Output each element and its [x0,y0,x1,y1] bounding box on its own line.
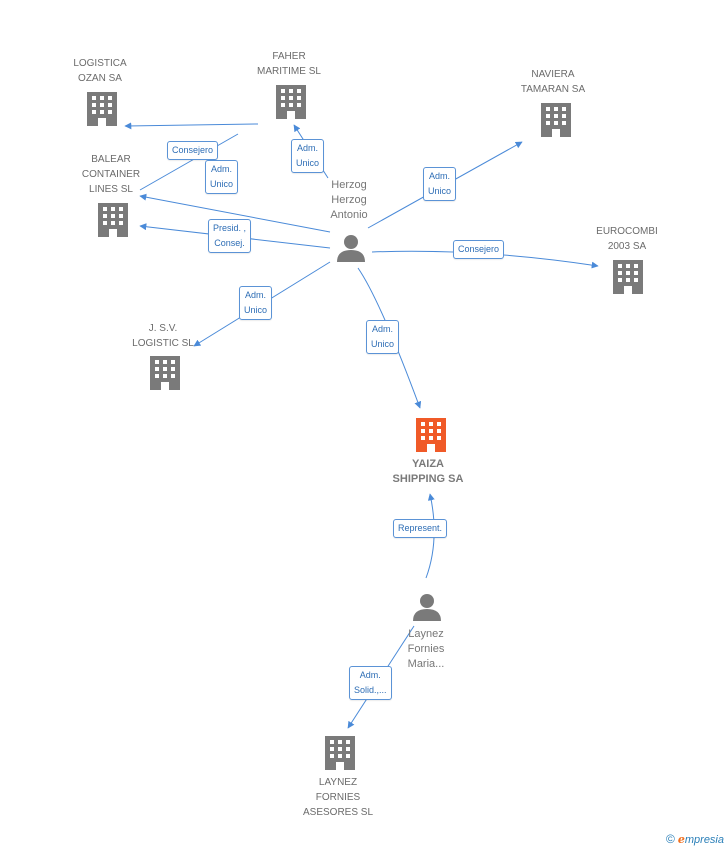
building-icon[interactable] [325,736,355,770]
copyright-icon: © [665,832,675,846]
edge-faher-balear [139,133,239,191]
edge-label-represent: Represent. [393,519,448,538]
edge-herzog-yaiza [357,267,422,409]
edge-label-adm-unico: Adm. Unico [366,320,400,354]
building-icon[interactable] [87,92,117,126]
brand-name: mpresia [684,834,724,846]
brand-logo-e: e [677,833,685,846]
brand-footer[interactable]: © empresia [666,832,724,846]
edge-label-consejero: Consejero [453,240,505,259]
node-label-herzog[interactable]: Herzog Herzog Antonio [330,179,368,221]
node-label-eurocombi[interactable]: EUROCOMBI 2003 SA [596,226,658,252]
node-label-yaiza-shipping[interactable]: YAIZA SHIPPING SA [392,458,464,485]
edge-label-adm-unico: Adm. Unico [423,167,457,201]
building-icon[interactable] [98,203,128,237]
edge-label-adm-solid: Adm. Solid.,... [349,666,392,700]
node-label-jsv-logistic[interactable]: J. S.V. LOGISTIC SL [132,323,194,349]
node-label-logistica-ozan[interactable]: LOGISTICA OZAN SA [73,58,127,84]
building-icon[interactable] [541,103,571,137]
edge-herzog-balear [139,193,331,233]
building-icon[interactable] [150,356,180,390]
edge-faher-logistica [124,122,259,130]
edge-label-adm-unico: Adm. Unico [205,160,239,194]
building-icon-main[interactable] [416,418,446,452]
node-label-laynez-maria[interactable]: Laynez Fornies Maria... [407,628,445,670]
node-label-laynez-asesores[interactable]: LAYNEZ FORNIES ASESORES SL [302,777,374,818]
building-icon[interactable] [613,260,643,294]
edge-label-consejero: Consejero [167,141,219,160]
person-icon[interactable] [337,235,365,262]
building-icon[interactable] [276,85,306,119]
edge-label-adm-unico: Adm. Unico [291,139,325,173]
node-label-faher-maritime[interactable]: FAHER MARITIME SL [257,51,321,77]
person-icon[interactable] [413,594,441,621]
node-label-naviera-tamaran[interactable]: NAVIERA TAMARAN SA [520,69,586,95]
edge-laynez-yaiza [425,493,435,579]
node-label-balear-container[interactable]: BALEAR CONTAINER LINES SL [81,154,141,195]
edge-label-presid-consej: Presid. , Consej. [208,219,252,253]
edge-label-adm-unico: Adm. Unico [239,286,273,320]
